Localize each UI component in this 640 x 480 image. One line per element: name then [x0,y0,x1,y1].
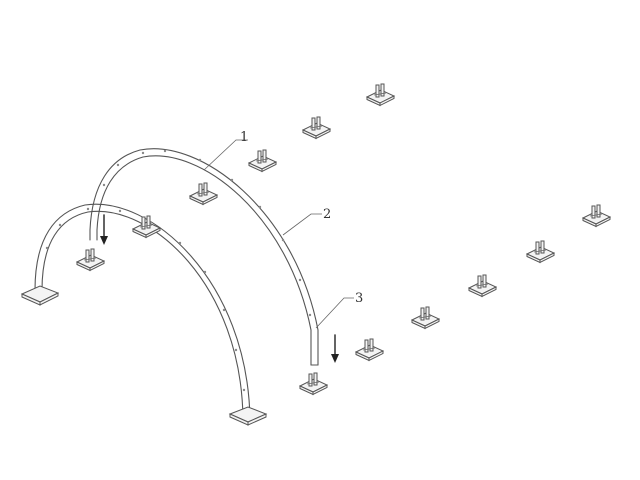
anchor-plate [468,274,497,297]
callout-leaders [203,139,354,329]
anchor-plate [366,83,395,106]
front-arch-right-foot [228,406,268,426]
callout-1: 1 [240,130,248,145]
front-arch-holes [45,207,246,392]
anchor-plates [76,83,611,395]
back-arch-holes [102,149,312,317]
down-arrow-icon [331,334,339,363]
callout-3: 3 [355,291,363,306]
anchor-plate [582,204,611,227]
anchor-plate [76,248,105,271]
anchor-plate [355,338,384,361]
down-arrow-icon [100,214,108,245]
callout-2: 2 [323,207,331,222]
anchor-plate [299,372,328,395]
anchor-plate [302,116,331,139]
anchor-plate [248,149,277,172]
anchor-plate [189,182,218,205]
front-arch-left-foot [20,285,60,306]
anchor-plate [132,215,161,238]
back-arch [89,148,319,366]
anchor-plate [526,240,555,263]
anchor-plate [411,306,440,329]
front-arch [20,203,268,426]
